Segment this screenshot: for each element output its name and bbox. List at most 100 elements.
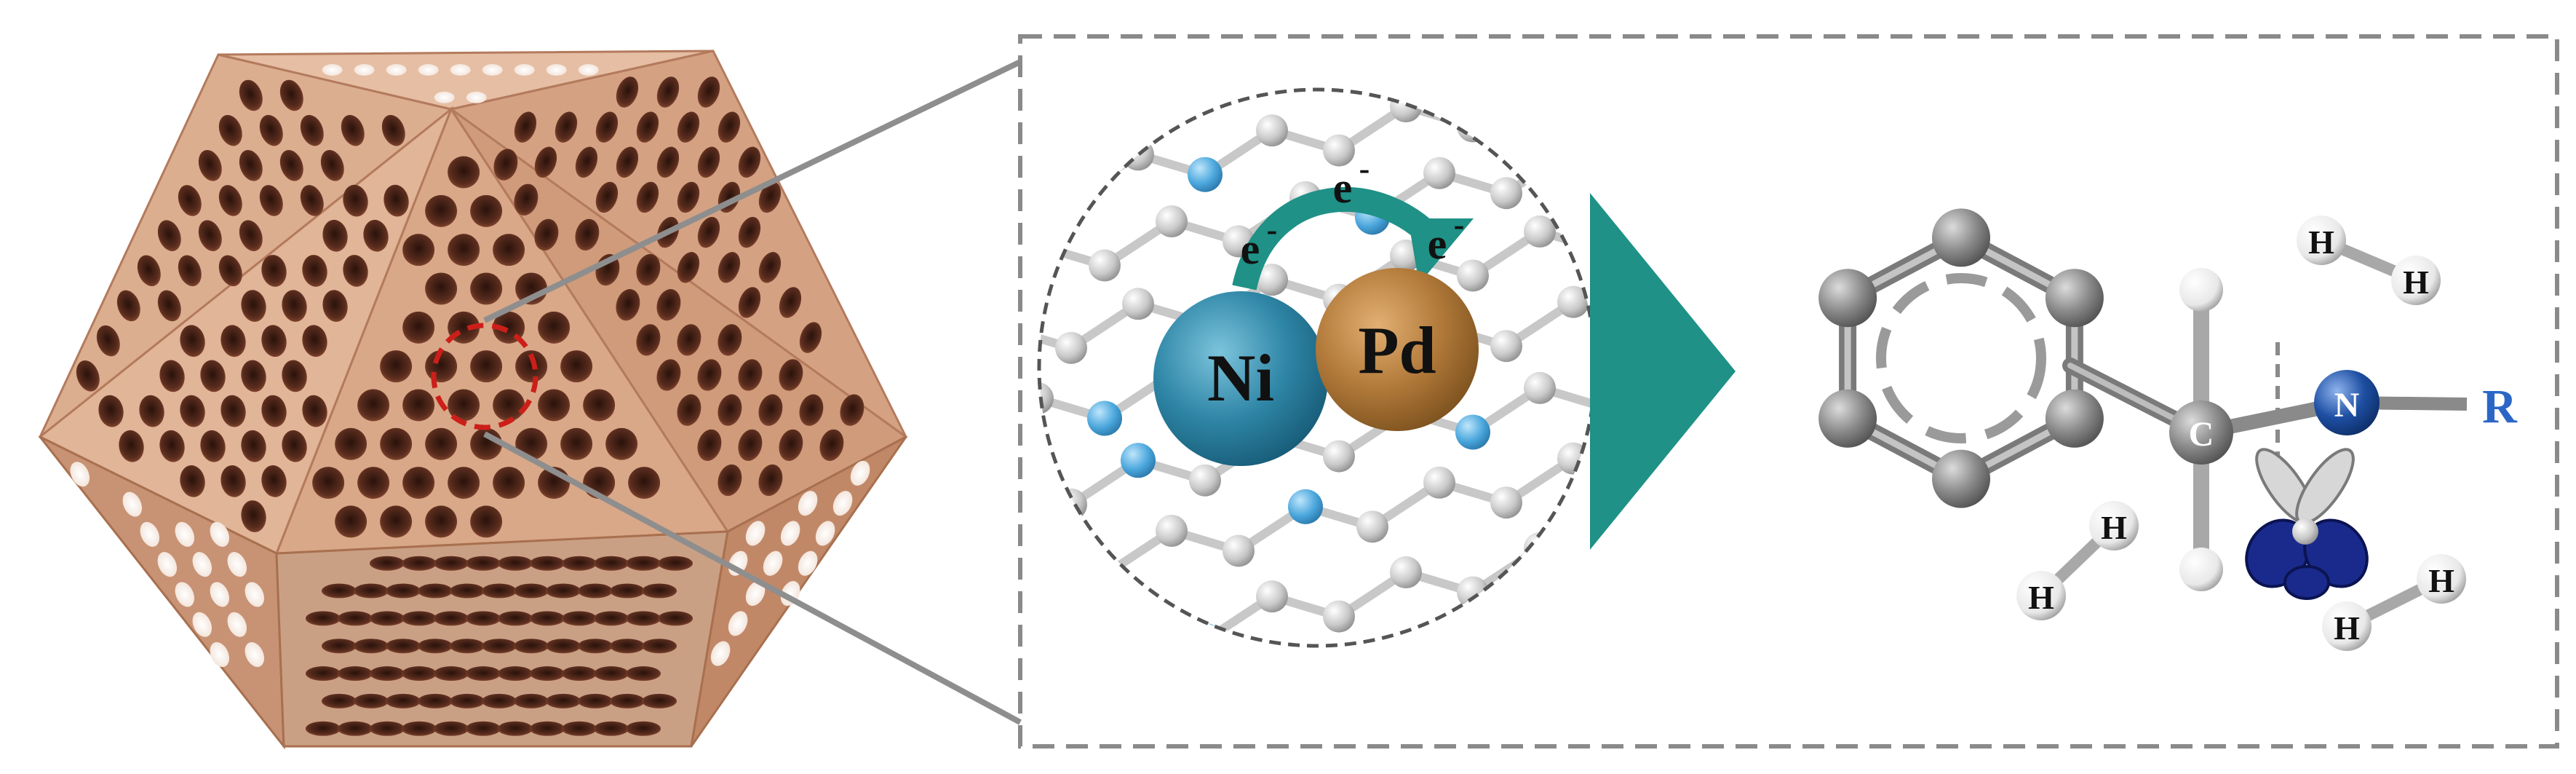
cage-pore xyxy=(717,252,741,283)
lattice-bond xyxy=(1068,617,1141,646)
cage-pore xyxy=(241,500,266,532)
cage-pore xyxy=(594,721,629,736)
lattice-bond xyxy=(1808,500,1875,520)
nitrogen-label: N xyxy=(2334,386,2360,424)
cage-pore xyxy=(530,721,565,736)
cage-pore xyxy=(370,721,405,736)
lattice-carbon-atom xyxy=(1189,464,1221,497)
lattice-bond xyxy=(1137,616,1206,645)
lattice-carbon-atom xyxy=(1490,486,1522,519)
cage-pore xyxy=(779,359,803,391)
lattice-bond xyxy=(1741,500,1808,545)
cage-pore xyxy=(610,639,645,654)
cage-pore xyxy=(642,639,677,654)
cage-pore xyxy=(514,63,535,76)
cage-pore xyxy=(738,359,763,391)
cage-pore xyxy=(180,325,205,358)
lattice-carbon-atom xyxy=(1323,440,1355,473)
lattice-carbon-atom xyxy=(1624,153,1656,185)
cage-pore xyxy=(402,234,435,266)
cage-pore xyxy=(322,219,348,252)
lattice-carbon-atom xyxy=(1089,249,1121,282)
ring-carbon-atom xyxy=(1932,208,1990,267)
cage-pore xyxy=(799,394,824,426)
cage-pore xyxy=(198,150,222,181)
cage-pore xyxy=(241,360,266,392)
cage-pore xyxy=(434,611,469,626)
cage-pore xyxy=(717,324,742,356)
cage-pore xyxy=(636,111,659,143)
cage-pore xyxy=(514,183,538,216)
cage-pore xyxy=(466,91,487,103)
lattice-carbon-atom xyxy=(1557,133,1589,165)
cage-pore xyxy=(498,721,533,736)
cage-pore xyxy=(210,641,230,668)
lattice-carbon-atom xyxy=(1658,42,1690,74)
cage-pore xyxy=(140,521,160,547)
cage-pore xyxy=(758,252,782,283)
lattice-bond xyxy=(1674,208,1741,227)
cage-pore xyxy=(306,666,341,682)
cage-pore xyxy=(466,721,501,736)
cage-pore xyxy=(137,255,161,287)
cage-pore xyxy=(677,324,701,356)
nitrogen-atom xyxy=(2314,370,2380,435)
lattice-carbon-atom xyxy=(1859,504,1891,536)
cage-pore xyxy=(210,521,230,547)
cage-pore xyxy=(642,583,677,599)
svg-text:H: H xyxy=(2403,264,2429,301)
cage-pore xyxy=(220,395,246,427)
lattice-carbon-atom xyxy=(1792,324,1824,356)
cage-pore xyxy=(239,79,263,111)
cage-pore xyxy=(819,429,844,461)
cage-pore xyxy=(218,255,242,287)
cage-pore xyxy=(562,666,597,682)
cage-pore xyxy=(322,63,343,76)
cage-pore xyxy=(514,583,549,599)
lattice-bond xyxy=(1039,174,1073,203)
cage-pore xyxy=(116,290,140,322)
cage-pore xyxy=(383,184,409,217)
cage-pore xyxy=(493,149,518,181)
r-group-label: R xyxy=(2482,380,2518,433)
lattice-bond xyxy=(1607,524,1674,569)
cage-pore xyxy=(470,350,503,383)
cage-pore xyxy=(157,290,181,322)
cage-pore xyxy=(626,721,661,736)
lattice-carbon-atom xyxy=(1457,110,1489,143)
lattice-carbon-atom xyxy=(1089,558,1121,591)
cage-pore xyxy=(738,287,761,318)
lattice-carbon-atom xyxy=(1591,552,1595,585)
cage-pore xyxy=(498,556,533,571)
nitrogen-dopant-atom xyxy=(987,161,1022,196)
cage-pore xyxy=(636,181,659,213)
cage-pore xyxy=(434,556,469,571)
cage-pore xyxy=(610,583,645,599)
lattice-carbon-atom xyxy=(1156,515,1188,547)
cage-pore xyxy=(658,611,693,626)
cage-pore xyxy=(261,465,287,497)
lattice-bond xyxy=(1741,183,1808,228)
lattice-bond xyxy=(1039,640,1073,646)
cage-pore xyxy=(710,641,731,666)
cage-pore xyxy=(758,394,783,426)
h2-molecule-lower-left: H H xyxy=(2016,501,2139,620)
lattice-carbon-atom xyxy=(1423,466,1455,499)
cage-pore xyxy=(434,666,469,682)
lattice-carbon-atom xyxy=(1758,282,1790,314)
reaction-arrow xyxy=(1590,193,1736,550)
cage-pore xyxy=(594,556,629,571)
lattice-carbon-atom xyxy=(1039,229,1054,262)
cage-pore xyxy=(180,465,205,497)
cage-pore xyxy=(139,395,164,427)
cage-pore xyxy=(200,430,226,462)
cage-pore xyxy=(717,394,742,426)
cage-pore xyxy=(425,427,458,460)
cage-pore xyxy=(175,582,195,607)
ring-carbon-atom xyxy=(1932,449,1990,508)
lattice-carbon-atom xyxy=(1457,576,1489,609)
cage-pore xyxy=(380,505,413,538)
cage-pore xyxy=(514,693,549,708)
svg-text:H: H xyxy=(2308,224,2334,261)
svg-text:H: H xyxy=(2028,579,2054,616)
